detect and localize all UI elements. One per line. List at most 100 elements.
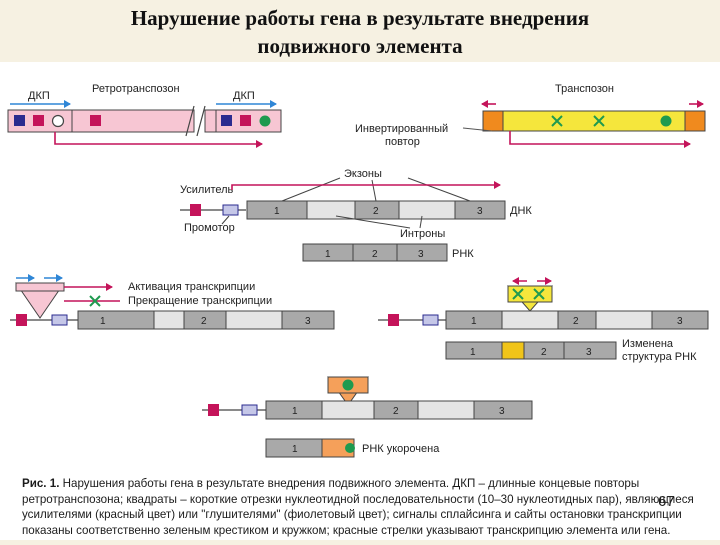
stop-signal-circle (259, 115, 271, 127)
exon-3-label: 3 (477, 206, 483, 217)
ltr-left-label: ДКП (28, 90, 50, 102)
intron-1 (321, 400, 375, 420)
enhancer-square (90, 115, 101, 126)
enhancer-square (240, 115, 251, 126)
slide-title: Нарушение работы гена в результате внедр… (0, 4, 720, 60)
rna-exon-3-label: 3 (586, 347, 592, 358)
enhancer-square (33, 115, 44, 126)
exon-3 (473, 400, 533, 420)
inverted-repeat-label-1: Инвертированный (355, 123, 448, 135)
silencer-square (221, 115, 232, 126)
exon-2-label: 2 (201, 316, 207, 327)
enhancer-label: Усилитель (180, 184, 234, 196)
break-mark-2 (196, 105, 206, 137)
caption-text: Нарушения работы гена в результате внедр… (22, 477, 694, 537)
enhancer-square (190, 204, 201, 216)
inserted-retrotransposon-top (15, 282, 65, 292)
promoter-insertion-panel: Активация транскрипции Прекращение транс… (10, 274, 335, 330)
enhancer-square (388, 314, 399, 326)
retro-transcript-arrow (54, 132, 263, 148)
exon-3 (454, 200, 506, 220)
inserted-transposon-top (507, 285, 553, 303)
open-circle-icon (51, 114, 65, 128)
promoter-label: Промотор (184, 222, 235, 234)
transposon-transcript-arrow (509, 131, 691, 148)
changed-structure-label-2: структура РНК (622, 351, 697, 363)
introns-label: Интроны (400, 228, 445, 240)
termination-label: Прекращение транскрипции (128, 295, 272, 307)
gene-rna: 1 2 3 (302, 243, 448, 262)
transposon-label: Транспозон (555, 83, 614, 95)
rna-inserted-fragment (501, 341, 525, 360)
transposon-body (502, 110, 686, 132)
retrotransposon-panel: ДКП Ретротранспозон ДКП (7, 83, 282, 148)
splice-signal-icon (551, 115, 563, 127)
rna-exon-3 (563, 341, 617, 360)
stop-signal-circle (342, 379, 354, 391)
exon-3 (281, 310, 335, 330)
exon-1-label: 1 (292, 406, 298, 417)
exon-2-label: 2 (573, 316, 579, 327)
splice-signal-icon (533, 288, 545, 300)
exon-3-label: 3 (677, 316, 683, 327)
intron-1 (501, 310, 559, 330)
inverted-repeat-pointer (462, 127, 493, 132)
activation-label: Активация транскрипции (128, 281, 255, 293)
inverted-repeat-right (684, 110, 706, 132)
intron-2 (595, 310, 653, 330)
stop-signal-circle (660, 115, 672, 127)
rna-exon-3-label: 3 (418, 249, 424, 260)
intron-2 (417, 400, 475, 420)
stop-signal-circle (345, 443, 355, 453)
rna-exon-3 (396, 243, 448, 262)
intron-insertion-panel: 1 2 3 1 2 3 Изменена структура РНК (378, 277, 709, 363)
promoter-box (222, 204, 239, 216)
enhancer-square (208, 404, 219, 416)
promoter-box (51, 314, 68, 326)
dna-label: ДНК (510, 205, 532, 217)
inverted-repeat-label-2: повтор (385, 136, 420, 148)
splice-signal-icon (593, 115, 605, 127)
exon-1-label: 1 (100, 316, 106, 327)
exons-pointer (407, 177, 471, 202)
promoter-box (422, 314, 439, 326)
figure-panel: ДКП Ретротранспозон ДКП Транспозон Инвер… (0, 62, 720, 540)
transposon-panel: Транспозон Инвертированный повтор (355, 83, 706, 148)
splice-signal-icon (512, 288, 524, 300)
introns-pointer (419, 215, 423, 229)
exon-2-label: 2 (393, 406, 399, 417)
diagram-svg: ДКП Ретротранспозон ДКП Транспозон Инвер… (7, 83, 709, 458)
figure-caption: Рис. 1. Нарушения работы гена в результа… (22, 476, 698, 538)
retrotransposon-label: Ретротранспозон (92, 83, 180, 95)
rna-label: РНК (452, 248, 474, 260)
exon-1-label: 1 (471, 316, 477, 327)
exon-1 (77, 310, 155, 330)
silencer-square (14, 115, 25, 126)
splice-signal-icon (89, 295, 101, 307)
changed-structure-label-1: Изменена (622, 338, 674, 350)
inverted-repeat-left (482, 110, 504, 132)
intron-2 (225, 310, 283, 330)
title-line-2: подвижного элемента (257, 34, 463, 58)
rna-exon-1-label: 1 (292, 444, 298, 455)
title-line-1: Нарушение работы гена в результате внедр… (130, 6, 590, 30)
exon-3-label: 3 (305, 316, 311, 327)
ltr-right-label: ДКП (233, 90, 255, 102)
exon-2-label: 2 (373, 206, 379, 217)
promoter-pointer (221, 215, 230, 225)
caption-prefix: Рис. 1. (22, 477, 60, 490)
intron-2 (398, 200, 456, 220)
page-number: 67 (658, 493, 675, 510)
promoter-box (241, 404, 258, 416)
rna-exon-1-label: 1 (470, 347, 476, 358)
exon-3-label: 3 (499, 406, 505, 417)
exons-label: Экзоны (344, 168, 382, 180)
rna-exon-2-label: 2 (541, 347, 547, 358)
intron-1 (153, 310, 185, 330)
exon-1-label: 1 (274, 206, 280, 217)
rna-shortened-label: РНК укорочена (362, 443, 440, 455)
break-mark-1 (185, 105, 195, 137)
exons-pointer (371, 179, 377, 202)
rna-exon-1-label: 1 (325, 249, 331, 260)
gene-transcript-arrow (231, 181, 501, 190)
